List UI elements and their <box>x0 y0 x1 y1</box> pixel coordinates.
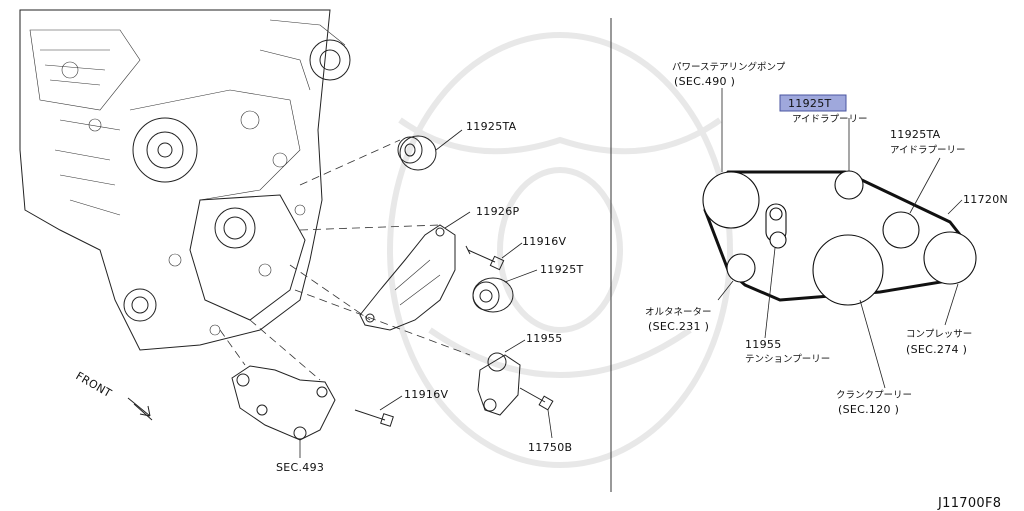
bolt-11916V-top[interactable] <box>465 242 523 271</box>
bracket-11926P[interactable] <box>359 211 471 331</box>
compressor-sec: (SEC.274 ) <box>906 343 967 356</box>
idler-pulley-11925T-right[interactable] <box>834 170 864 200</box>
bracket-sec493[interactable] <box>231 365 336 458</box>
alternator-sec: (SEC.231 ) <box>648 320 709 333</box>
idler-11925TA-jp: アイドラプーリー <box>890 145 966 156</box>
watermark-emblem <box>387 32 733 468</box>
idler-11925T-part[interactable]: 11925T <box>788 97 832 110</box>
power-steering-pulley[interactable] <box>702 171 760 229</box>
power-steering-jp: パワーステアリングポンプ <box>672 61 786 73</box>
label-11750B: 11750B <box>528 441 572 454</box>
assembly-guide-lines <box>219 139 471 381</box>
crank-pulley[interactable] <box>812 234 884 306</box>
tensioner-11955[interactable] <box>477 339 526 416</box>
alternator-jp: オルタネーター <box>645 307 712 318</box>
label-front: FRONT <box>74 369 114 400</box>
crank-jp: クランクプーリー <box>836 390 912 401</box>
idler-pulley-11925T[interactable] <box>472 269 538 313</box>
engine-block-sketch <box>19 9 351 351</box>
idler-11925TA-part: 11925TA <box>890 128 941 141</box>
idler-11925T-jp: アイドラプーリー <box>792 114 868 125</box>
label-11925TA: 11925TA <box>466 120 517 133</box>
idler-pulley-11925TA[interactable] <box>397 129 463 171</box>
label-11916V-bottom: 11916V <box>404 388 448 401</box>
belt-routing-diagram <box>702 88 977 389</box>
alternator-pulley[interactable] <box>726 253 756 283</box>
label-11925T: 11925T <box>540 263 584 276</box>
tensioner-part: 11955 <box>745 338 782 351</box>
compressor-jp: コンプレッサー <box>906 329 972 340</box>
label-11955: 11955 <box>526 332 563 345</box>
front-direction-arrow <box>127 397 153 421</box>
bolt-11750B[interactable] <box>519 387 554 439</box>
tensioner-pulley-right[interactable] <box>765 203 787 249</box>
compressor-pulley[interactable] <box>923 231 977 285</box>
highlight-11925T[interactable] <box>779 94 847 112</box>
power-steering-sec: (SEC.490 ) <box>674 75 735 88</box>
label-11916V-top: 11916V <box>522 235 566 248</box>
crank-sec: (SEC.120 ) <box>838 403 899 416</box>
label-11926P: 11926P <box>476 205 519 218</box>
belt-11720N[interactable] <box>703 170 974 302</box>
label-sec493: SEC.493 <box>276 461 324 474</box>
tensioner-jp: テンションプーリー <box>745 354 830 365</box>
diagram-id: J11700F8 <box>937 496 1001 511</box>
belt-11720N-part: 11720N <box>963 193 1008 206</box>
bolt-11916V-bottom[interactable] <box>354 395 403 427</box>
idler-pulley-11925TA-right[interactable] <box>882 211 920 249</box>
